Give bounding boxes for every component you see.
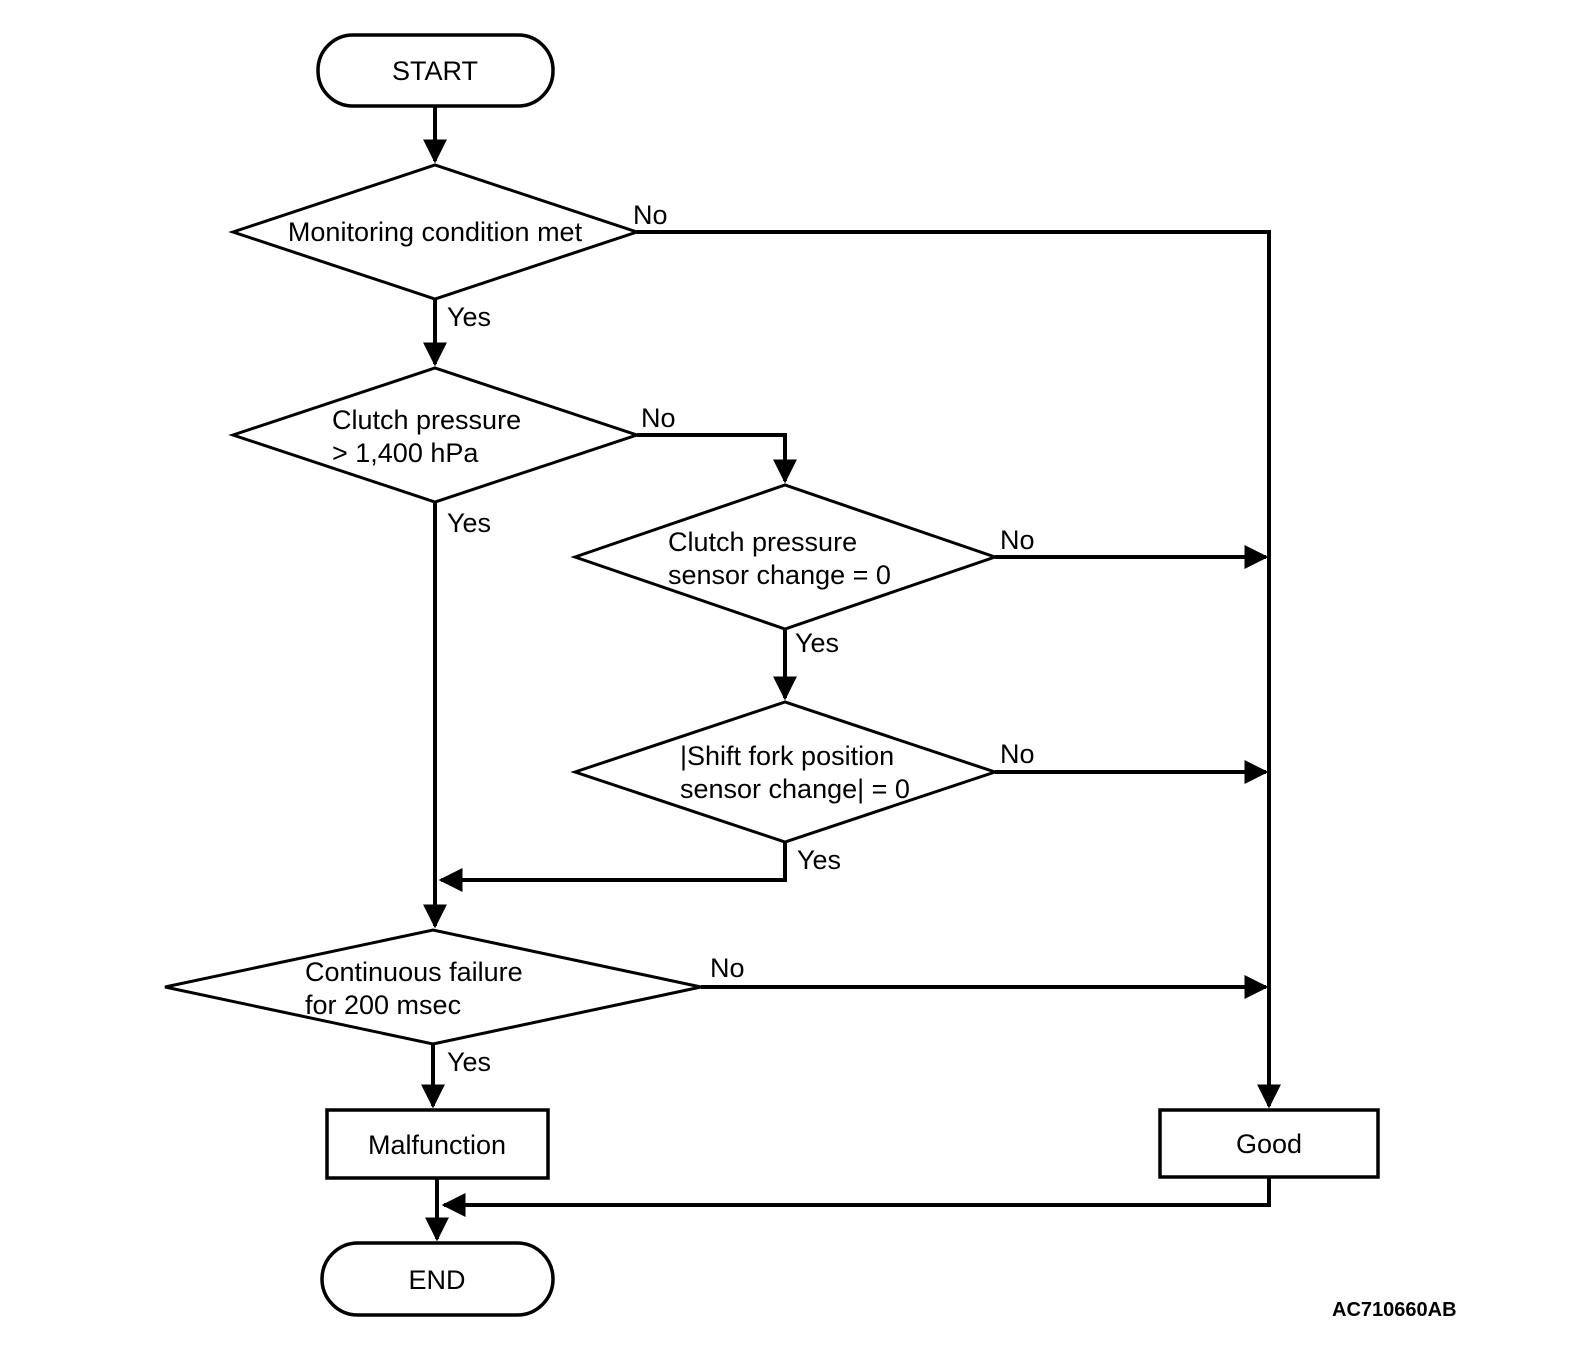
figure-code: AC710660AB	[1332, 1299, 1457, 1321]
end-label: END	[408, 1265, 465, 1295]
edge-good-merge-to-end-line	[441, 1177, 1271, 1217]
label-continuous-failure-yes: Yes	[447, 1047, 491, 1077]
decision-clutch-pressure	[228, 366, 642, 504]
malfunction-box	[325, 1108, 550, 1180]
decision-pressure-sensor-change	[570, 483, 1000, 631]
decision-pressure-sensor-line1: Clutch pressure	[668, 527, 857, 557]
label-shift-fork-yes: Yes	[797, 845, 841, 875]
decision-continuous-failure	[164, 928, 702, 1046]
start-terminator	[316, 33, 555, 108]
decision-shift-fork-line2: sensor change| = 0	[680, 774, 910, 804]
label-monitoring-no: No	[633, 200, 668, 230]
edge-monitoring-no-to-good	[637, 230, 1281, 1109]
label-shift-fork-no: No	[1000, 739, 1035, 769]
label-pressure-sensor-no: No	[1000, 525, 1035, 555]
decision-continuous-failure-line2: for 200 msec	[305, 990, 461, 1020]
end-terminator	[320, 1241, 555, 1317]
decision-pressure-sensor-line2: sensor change = 0	[668, 560, 891, 590]
decision-clutch-pressure-line1: Clutch pressure	[332, 405, 521, 435]
label-clutch-pressure-no: No	[641, 403, 676, 433]
decision-continuous-failure-line1: Continuous failure	[305, 957, 523, 987]
decision-clutch-pressure-line2: > 1,400 hPa	[332, 438, 479, 468]
label-pressure-sensor-yes: Yes	[795, 628, 839, 658]
edge-clutch-pressure-no-to-pressure-sensor	[637, 433, 797, 484]
label-monitoring-yes: Yes	[447, 302, 491, 332]
good-label: Good	[1236, 1129, 1302, 1159]
decision-shift-fork-line1: |Shift fork position	[680, 741, 894, 771]
label-clutch-pressure-yes: Yes	[447, 508, 491, 538]
label-continuous-failure-no: No	[710, 953, 745, 983]
malfunction-label: Malfunction	[368, 1130, 506, 1160]
decision-monitoring-label: Monitoring condition met	[288, 217, 583, 247]
edge-shift-fork-yes-to-main-line	[438, 842, 787, 892]
good-box	[1158, 1108, 1380, 1179]
decision-shift-fork-change	[570, 700, 1000, 844]
start-label: START	[392, 56, 478, 86]
decision-monitoring-condition	[228, 163, 642, 301]
